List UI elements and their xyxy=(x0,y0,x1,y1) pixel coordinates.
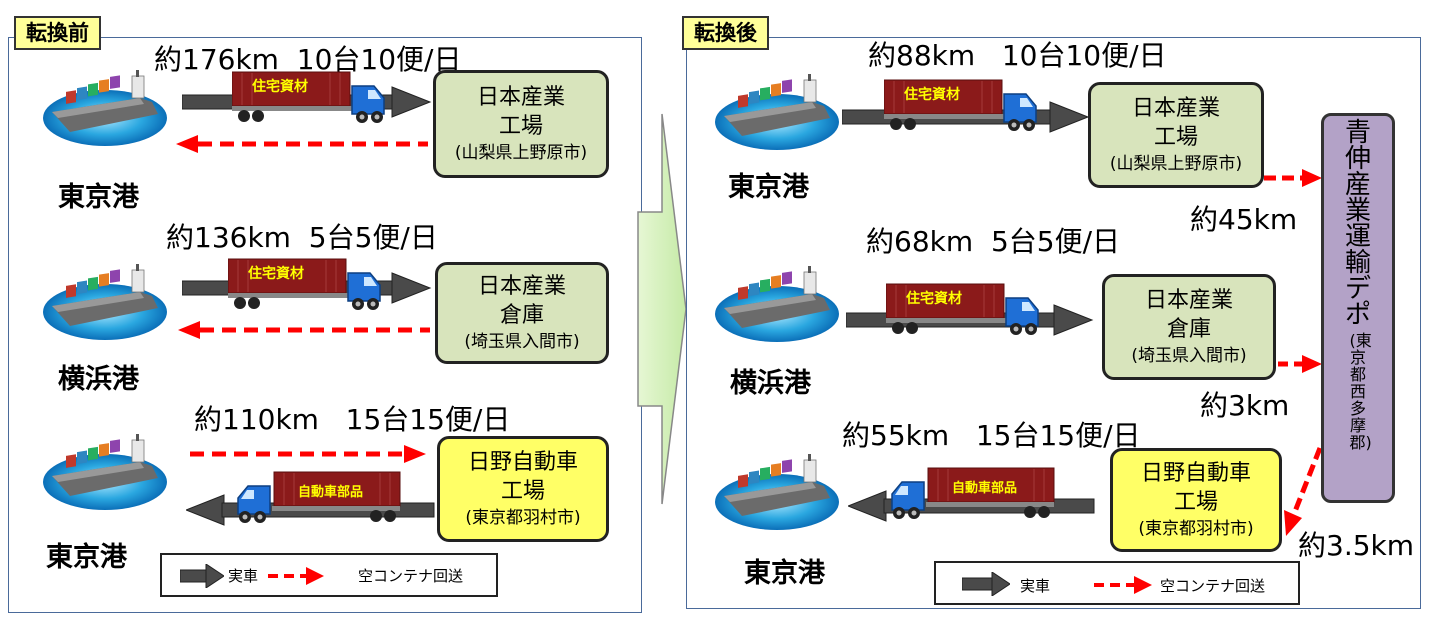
legend-dashed-label: 空コンテナ回送 xyxy=(1160,577,1266,595)
before-legend: 実車 空コンテナ回送 xyxy=(160,553,498,597)
after-route-2-truck: 住宅資材 xyxy=(886,282,1042,336)
truck-icon xyxy=(884,79,1040,132)
ship-icon xyxy=(40,262,170,342)
solid-arrow-right-icon xyxy=(962,572,1010,596)
before-route-2-distance: 約136km 5台5便/日 xyxy=(166,221,438,254)
dashed-arrow-right-icon xyxy=(190,445,426,463)
after-legend: 実車 空コンテナ回送 xyxy=(934,561,1300,605)
before-route-1-destination: 日本産業 工場 (山梨県上野原市) xyxy=(433,70,609,178)
after-route-2-destination: 日本産業 倉庫 (埼玉県入間市) xyxy=(1102,274,1276,380)
after-route-2-port: 横浜港 xyxy=(730,368,811,399)
after-route-3-distance: 約55km 15台15便/日 xyxy=(842,419,1141,452)
after-route-3-depot-distance: 約3.5km xyxy=(1298,529,1415,562)
legend-dashed-label: 空コンテナ回送 xyxy=(358,567,464,585)
depot-box: 青伸産業運輸デポ (東京都西多摩郡) xyxy=(1321,113,1395,503)
truck-icon xyxy=(232,71,388,124)
after-route-3-destination: 日野自動車 工場 (東京都羽村市) xyxy=(1110,448,1282,552)
dashed-arrow-depot-to-factory-icon xyxy=(1284,447,1323,536)
truck-icon xyxy=(234,471,401,524)
legend-solid-label: 実車 xyxy=(228,567,259,585)
after-route-1-distance: 約88km 10台10便/日 xyxy=(868,39,1167,72)
before-route-2-cargo: 住宅資材 xyxy=(248,266,304,282)
after-route-1-depot-distance: 約45km xyxy=(1190,203,1298,236)
dashed-arrow-left-icon xyxy=(178,321,430,339)
ship-icon xyxy=(712,72,842,152)
after-route-2-cargo: 住宅資材 xyxy=(906,291,962,307)
solid-arrow-right-icon xyxy=(180,564,224,588)
truck-icon xyxy=(886,283,1042,336)
after-route-1-port: 東京港 xyxy=(728,172,809,203)
before-route-2-truck: 住宅資材 xyxy=(228,257,384,311)
after-route-3-port: 東京港 xyxy=(744,558,825,589)
before-route-3-distance: 約110km 15台15便/日 xyxy=(194,403,511,436)
dashed-arrow-to-depot-icon xyxy=(1264,169,1322,187)
before-route-1-cargo: 住宅資材 xyxy=(252,79,308,95)
truck-icon xyxy=(888,467,1055,520)
after-route-1-truck: 住宅資材 xyxy=(884,78,1040,132)
dashed-arrow-to-depot-icon xyxy=(1278,355,1322,373)
transition-arrow-icon xyxy=(637,113,687,505)
depot-name: 青伸産業運輸デポ xyxy=(1345,118,1372,330)
before-route-3-truck: 自動車部品 xyxy=(234,470,404,524)
before-route-1-truck: 住宅資材 xyxy=(232,70,388,124)
dashed-arrow-left-icon xyxy=(176,135,428,153)
ship-icon xyxy=(40,68,170,148)
before-route-1-port: 東京港 xyxy=(58,182,139,213)
dashed-arrow-right-icon xyxy=(268,567,324,585)
before-route-2-port: 横浜港 xyxy=(58,364,139,395)
before-tag: 転換前 xyxy=(14,16,101,50)
before-route-3-port: 東京港 xyxy=(46,542,127,573)
after-route-3-cargo: 自動車部品 xyxy=(952,481,1018,496)
ship-icon xyxy=(712,452,842,532)
dashed-arrow-right-icon xyxy=(1094,576,1152,594)
legend-solid-label: 実車 xyxy=(1020,577,1051,595)
ship-icon xyxy=(40,432,170,512)
before-route-3-destination: 日野自動車 工場 (東京都羽村市) xyxy=(437,436,609,542)
after-route-1-destination: 日本産業 工場 (山梨県上野原市) xyxy=(1088,82,1264,188)
before-route-3-cargo: 自動車部品 xyxy=(298,485,364,500)
depot-location: (東京都西多摩郡) xyxy=(1349,331,1372,452)
after-tag: 転換後 xyxy=(682,16,769,50)
after-route-3-truck: 自動車部品 xyxy=(888,466,1058,520)
ship-icon xyxy=(712,264,842,344)
after-route-1-cargo: 住宅資材 xyxy=(904,87,960,103)
after-route-2-depot-distance: 約3km xyxy=(1200,389,1290,422)
truck-icon xyxy=(228,258,384,311)
before-route-1-distance: 約176km 10台10便/日 xyxy=(154,43,462,76)
after-route-2-distance: 約68km 5台5便/日 xyxy=(866,225,1121,258)
before-route-2-destination: 日本産業 倉庫 (埼玉県入間市) xyxy=(435,262,609,364)
